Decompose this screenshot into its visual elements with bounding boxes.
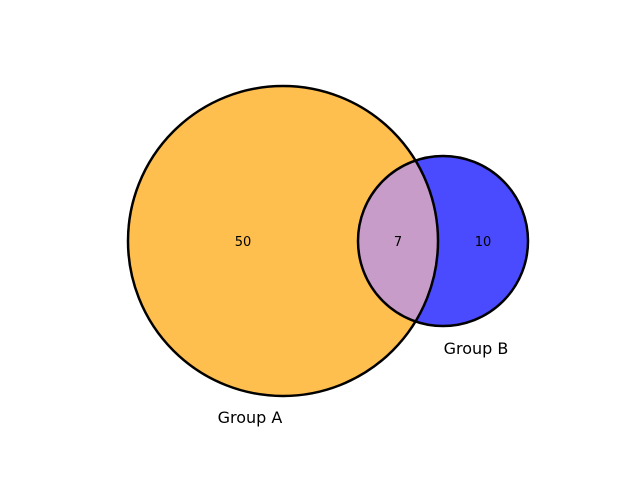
group-a-only-count: 50 [235,235,252,250]
group-b-outline [356,154,530,328]
group-a-outline [126,84,440,398]
group-a-circle [128,86,438,396]
intersection-count: 7 [394,235,402,250]
group-a-label: Group A [218,408,283,427]
group-b-label: Group B [444,339,509,358]
intersection-region [358,156,438,326]
group-b-only-count: 10 [475,235,492,250]
